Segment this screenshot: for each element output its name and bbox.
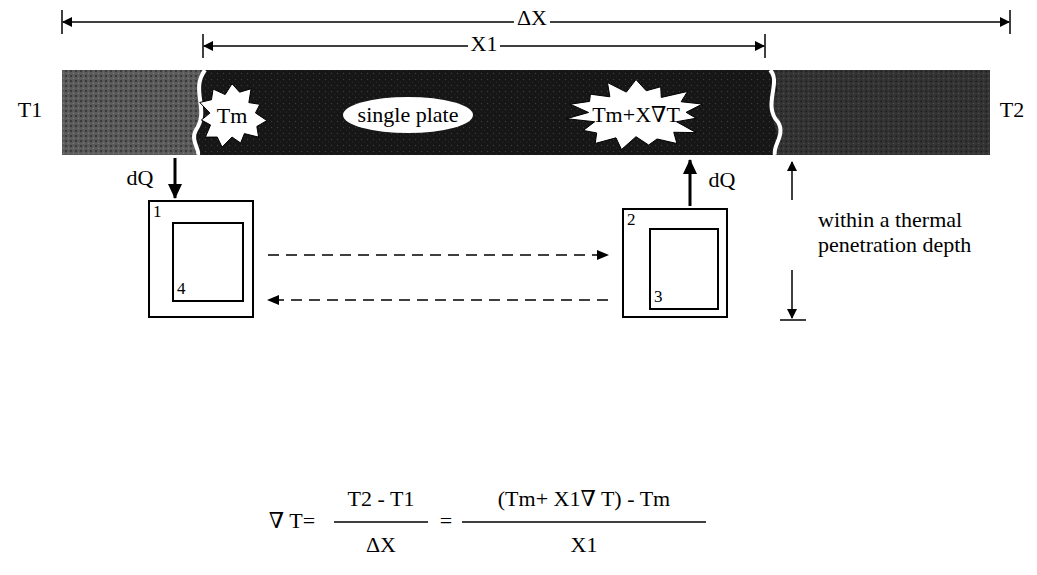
callout-number: 1 [153,203,162,222]
node-text: single plate [358,103,459,127]
plate-bar [62,70,990,155]
inner-box: 4 [172,222,244,302]
cycle-arrow [268,299,608,301]
heat-arrow [175,158,690,206]
heat-label: dQ [706,167,739,192]
temperature-label: T1 [15,97,45,122]
process-box: 23 [622,208,728,318]
fraction-bar [334,521,706,523]
process-box: 14 [148,200,254,318]
temperature-burst: Tm [196,83,268,149]
depth-arrow [780,162,806,320]
temperature-label: T2 [997,97,1027,122]
heat-label: dQ [124,165,157,190]
callout-number: 3 [654,288,663,307]
formula-text: ΔX [363,532,399,557]
callout-number: 4 [177,280,186,299]
temperature-burst: Tm+X∇T [565,79,707,151]
cycle-arrow [268,254,608,256]
plate-label-oval: single plate [343,97,473,133]
formula-text: ∇ T= [266,508,318,533]
inner-box: 3 [649,228,719,310]
note-text: within a thermal penetration depth [815,207,1026,258]
formula-text: T2 - T1 [345,486,418,511]
dimension-label: ΔX [514,5,550,30]
formula-text: X1 [568,532,601,557]
node-text: Tm+X∇T [592,103,680,127]
formula-text: (Tm+ X1∇ T) - Tm [495,486,673,511]
callout-number: 2 [627,211,636,230]
formula-text: = [437,508,455,533]
dimension-label: X1 [468,31,501,56]
node-text: Tm [217,104,248,128]
